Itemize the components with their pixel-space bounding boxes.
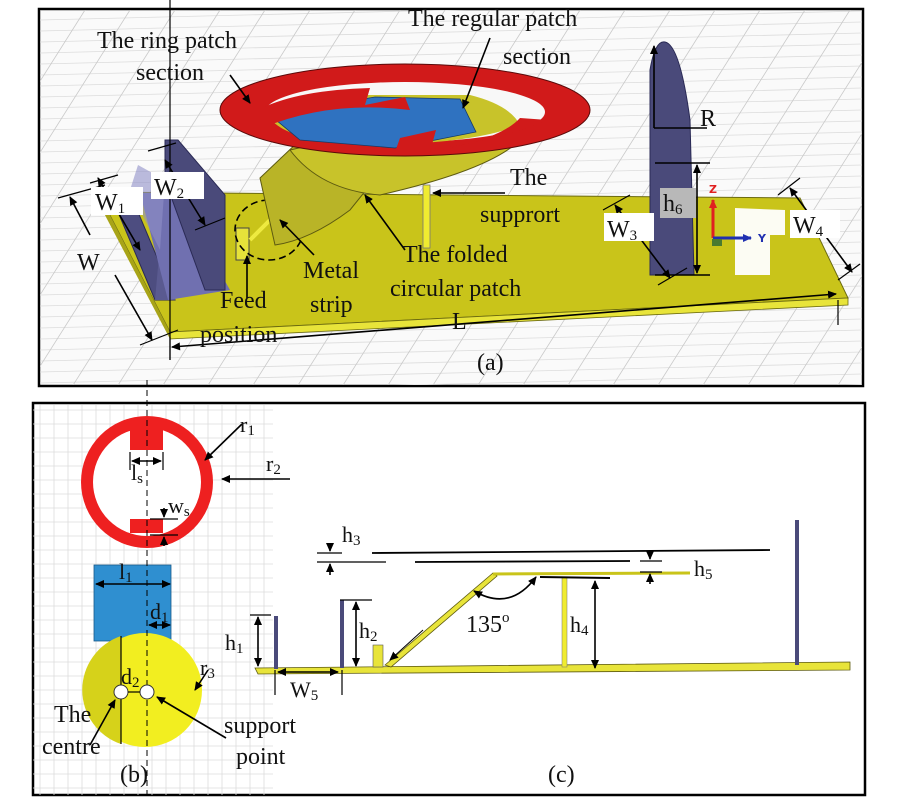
z-axis-label: Z bbox=[709, 183, 717, 196]
support-post-side bbox=[561, 576, 568, 668]
metal-strip-label-line1: Metal bbox=[303, 258, 359, 284]
dim-d1: d1 bbox=[150, 599, 169, 626]
support-point bbox=[139, 684, 155, 700]
ring-patch-label-line2: section bbox=[136, 60, 204, 86]
panel-b-caption: (b) bbox=[120, 762, 148, 788]
dim-W3: W3 bbox=[607, 217, 637, 244]
dim-W1: W1 bbox=[95, 190, 125, 217]
dim-r3: r3 bbox=[200, 655, 215, 682]
vertical-fin-side bbox=[795, 520, 799, 665]
regular-patch-label-line2: section bbox=[503, 44, 571, 70]
support-label-line2: supprort bbox=[480, 202, 560, 228]
support-point-label-line1: support bbox=[224, 713, 296, 739]
ring-patch-label-line1: The ring patch bbox=[97, 28, 237, 54]
feed-position-label-line1: Feed bbox=[220, 288, 267, 314]
folded-patch-slope bbox=[384, 572, 498, 668]
angle-label: 135o bbox=[466, 610, 510, 638]
dim-ws: ws bbox=[168, 493, 190, 520]
folded-patch-top-side bbox=[492, 571, 691, 576]
dim-h1: h1 bbox=[225, 630, 244, 657]
axis-triad: Z Y bbox=[709, 183, 767, 246]
angle-arc bbox=[473, 576, 537, 600]
panel-c-caption: (c) bbox=[548, 762, 575, 788]
ground-notch bbox=[735, 208, 785, 275]
support-point-label-line2: point bbox=[236, 744, 286, 770]
dim-W4: W4 bbox=[793, 213, 824, 240]
centre-label-line1: The bbox=[54, 702, 91, 728]
metal-strip-label-line2: strip bbox=[310, 292, 353, 318]
dim-h3: h3 bbox=[342, 522, 361, 549]
folded-patch-label-line2: circular patch bbox=[390, 276, 521, 302]
panel-a: Z Y bbox=[37, 0, 865, 388]
feed-block-side bbox=[372, 644, 384, 668]
dim-h4: h4 bbox=[570, 612, 589, 639]
dim-h5: h5 bbox=[694, 556, 713, 583]
y-axis-label: Y bbox=[757, 232, 767, 245]
panel-c: h3 h5 h4 h2 h1 W5 135o (c) bbox=[225, 520, 851, 788]
regular-patch-side bbox=[414, 560, 631, 563]
feed-block bbox=[235, 227, 250, 261]
panel-b: r1 r2 ls ws l1 d1 d2 r3 The centre suppo… bbox=[33, 380, 296, 800]
wall-h2 bbox=[340, 600, 344, 668]
support-post bbox=[422, 184, 431, 249]
ring-tab-top bbox=[130, 428, 163, 450]
dim-d2: d2 bbox=[121, 664, 140, 691]
support-label-line1: The bbox=[510, 165, 547, 191]
centre-label-line2: centre bbox=[42, 734, 101, 760]
dim-r1: r1 bbox=[240, 412, 255, 439]
dim-R: R bbox=[700, 106, 716, 132]
ground-plane-side-view bbox=[254, 661, 851, 675]
dim-W: W bbox=[77, 250, 100, 276]
dim-W2: W2 bbox=[154, 175, 184, 202]
dim-ls: ls bbox=[131, 460, 143, 487]
dim-h2: h2 bbox=[359, 618, 378, 645]
dim-W5: W5 bbox=[290, 677, 318, 704]
dim-L: L bbox=[452, 309, 467, 335]
folded-patch-label-line1: The folded bbox=[403, 242, 508, 268]
dim-r2: r2 bbox=[266, 451, 281, 478]
x-axis-marker bbox=[712, 239, 722, 246]
dim-h6: h6 bbox=[663, 191, 683, 218]
wall-h1 bbox=[274, 616, 278, 669]
regular-patch-label-line1: The regular patch bbox=[408, 6, 577, 32]
feed-position-label-line2: position bbox=[200, 322, 277, 348]
ring-patch-side bbox=[371, 549, 771, 554]
panel-a-caption: (a) bbox=[477, 350, 504, 376]
dim-l1: l1 bbox=[119, 559, 133, 586]
